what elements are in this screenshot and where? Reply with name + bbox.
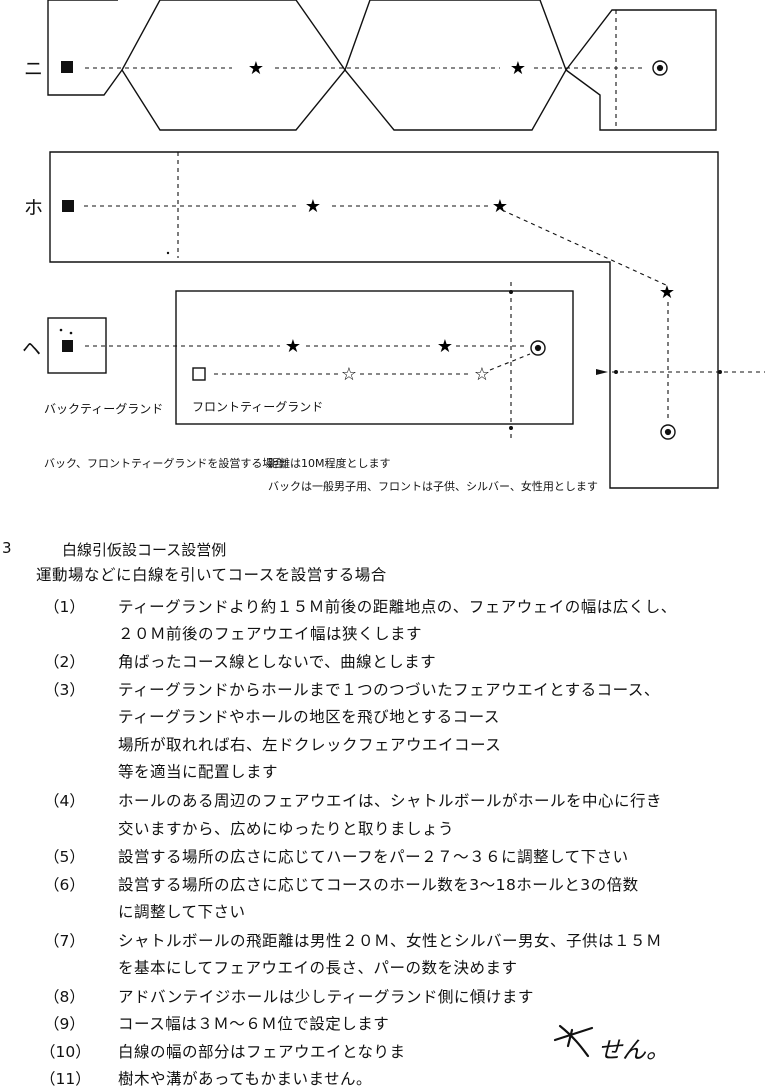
back-tee-label: バックティーグランド — [44, 402, 164, 416]
waypoint-star-icon: ★ — [285, 336, 301, 357]
item-number: （4） — [44, 792, 85, 810]
note-distance: 距離は10M程度とします — [268, 457, 391, 470]
row-label-he: ヘ — [22, 338, 42, 360]
item-text: ２０Ｍ前後のフェアウエイ幅は狭くします — [118, 625, 423, 643]
section-number: 3 — [2, 539, 12, 557]
waypoint-star-icon: ★ — [510, 58, 526, 79]
item-number: （7） — [44, 932, 85, 950]
item-text: ホールのある周辺のフェアウエイは、シャトルボールがホールを中心に行き — [118, 792, 663, 810]
green-ni — [565, 9, 717, 131]
handwritten-ending: せん。 — [598, 1036, 670, 1064]
tee-box-ni — [47, 0, 123, 96]
item-text: 設営する場所の広さに応じてコースのホール数を3～18ホールと3の倍数 — [118, 876, 639, 894]
waypoint-star-icon: ★ — [437, 336, 453, 357]
item-text: ティーグランドからホールまで１つのつづいたフェアウエイとするコース、 — [118, 681, 660, 699]
hole-ho — [660, 424, 676, 440]
item-text: シャトルボールの飛距離は男性２０Ｍ、女性とシルバー男女、子供は１５Ｍ — [118, 932, 663, 950]
item-number: （11） — [40, 1070, 91, 1088]
item-text: に調整して下さい — [118, 903, 246, 921]
fairway-ni-1 — [121, 0, 346, 131]
item-text: コース幅は３Ｍ～６Ｍ位で設定します — [118, 1015, 390, 1033]
front-waypoint-star-icon: ☆ — [341, 364, 357, 385]
item-text: 設営する場所の広さに応じてハーフをパー２７～３６に調整して下さい — [118, 848, 629, 866]
item-text: 角ばったコース線としないで、曲線とします — [118, 653, 437, 671]
back-tee-he — [47, 317, 107, 374]
back-tee-marker-he — [62, 340, 73, 352]
waypoint-star-icon: ★ — [659, 282, 675, 303]
item-text: を基本にしてフェアウエイの長さ、パーの数を決めます — [118, 959, 518, 977]
item-text: 場所が取れれば右、左ドクレックフェアウエイコース — [118, 736, 502, 754]
item-text: 白線の幅の部分はフェアウエイとなりま — [118, 1043, 406, 1061]
fairway-he — [175, 290, 574, 425]
item-number: （9） — [44, 1015, 85, 1033]
fairway-ni-2 — [344, 0, 567, 131]
item-text: ティーグランドやホールの地区を飛び地とするコース — [118, 708, 500, 726]
hole-he — [530, 340, 546, 356]
item-number: （2） — [44, 653, 85, 671]
note-back-front: バック、フロントティーグランドを設営する場合 — [44, 457, 285, 470]
item-number: （10） — [40, 1043, 91, 1061]
waypoint-star-icon: ★ — [248, 58, 264, 79]
item-text: 交いますから、広めにゆったりと取りましょう — [118, 820, 455, 838]
row-label-ni: ニ — [24, 58, 44, 80]
tee-marker-ho — [62, 200, 74, 212]
front-waypoint-star-icon: ☆ — [474, 364, 490, 385]
item-number: （1） — [44, 598, 85, 616]
item-text: ティーグランドより約１５Ｍ前後の距離地点の、フェアウェイの幅は広くし、 — [118, 598, 677, 616]
waypoint-star-icon: ★ — [305, 196, 321, 217]
item-number: （3） — [44, 681, 85, 699]
item-number: （5） — [44, 848, 85, 866]
waypoint-star-icon: ★ — [492, 196, 508, 217]
item-text: 樹木や溝があってもかまいません。 — [118, 1070, 372, 1088]
hole-ni — [652, 60, 668, 76]
front-tee-icon — [192, 367, 206, 381]
item-number: （6） — [44, 876, 85, 894]
row-label-ho: ホ — [24, 197, 44, 219]
section-intro: 運動場などに白線を引いてコースを設営する場合 — [36, 566, 387, 584]
section-title: 白線引仮設コース設営例 — [62, 541, 227, 559]
item-text: アドバンテイジホールは少しティーグランド側に傾けます — [118, 988, 534, 1006]
note-usage: バックは一般男子用、フロントは子供、シルバー、女性用とします — [268, 480, 598, 493]
fairway-ho — [49, 151, 719, 489]
front-tee-label: フロントティーグランド — [192, 400, 324, 414]
item-number: （8） — [44, 988, 85, 1006]
tee-marker-ni — [61, 61, 73, 73]
item-text: 等を適当に配置します — [118, 763, 279, 781]
handwritten-correction — [553, 1024, 594, 1058]
